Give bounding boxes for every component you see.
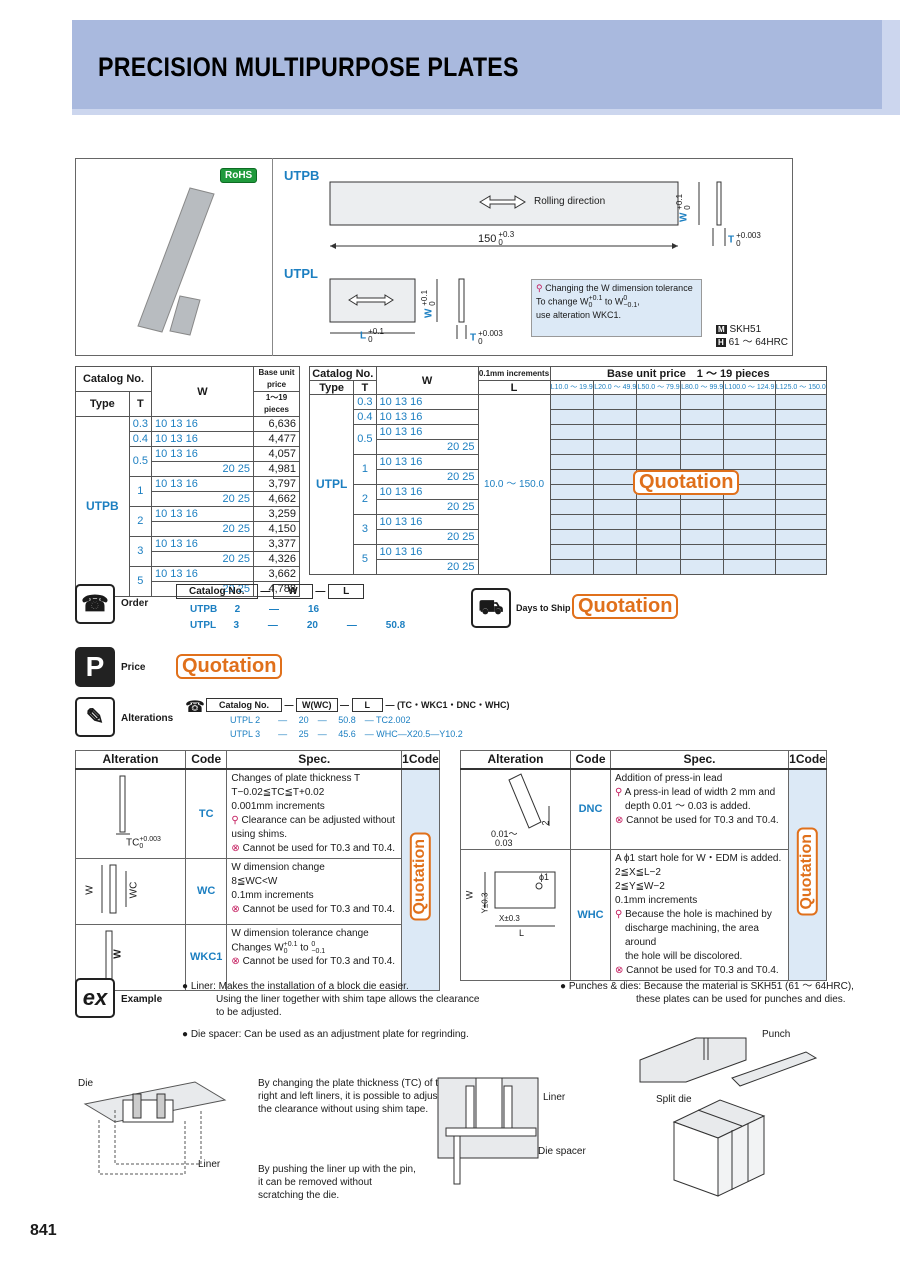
order-format: Catalog No. — W — L <box>176 584 365 599</box>
price-value: Quotation <box>176 654 283 679</box>
alteration-left-quotation: Quotation <box>410 833 431 921</box>
alterations-example-1: UTPL 2 — 20 — 50.8 — TC2.002 <box>230 715 411 725</box>
dnc-figure <box>508 772 550 829</box>
example-label: Example <box>121 994 163 1005</box>
caption-pin: By pushing the liner up with the pin,it … <box>258 1164 416 1201</box>
material-info: M SKH51 H 61 ～ 64HRC <box>716 324 789 348</box>
alterations-format: Catalog No. — W(WC) — L — (TC・WKC1・DNC・W… <box>206 698 510 712</box>
order-example-1: UTPB 2 — 16 <box>190 604 320 615</box>
liner-label: Liner <box>198 1159 221 1170</box>
phone-icon: ☎ <box>75 584 115 624</box>
alterations-example-2: UTPL 3 — 25 — 45.6 — WHC—X20.5—Y10.2 <box>230 729 463 739</box>
wkc1-figure <box>105 930 113 979</box>
utpb-drawing <box>329 181 726 249</box>
header-band <box>72 20 900 115</box>
alterations-label: Alterations <box>121 713 174 724</box>
caption-thickness: By changing the plate thickness (TC) of … <box>258 1078 450 1115</box>
product-image <box>137 187 215 336</box>
product-frame <box>75 158 793 356</box>
tc-figure <box>116 775 130 834</box>
utpl-quotation: Quotation <box>633 470 740 495</box>
liner-section-drawing <box>437 1077 539 1185</box>
punch-drawing <box>639 1037 818 1087</box>
split-die-drawing <box>672 1099 766 1197</box>
punch-label: Punch <box>762 1029 791 1040</box>
die-spacer-label: Die spacer <box>538 1146 586 1157</box>
rolling-direction: Rolling direction <box>534 196 606 207</box>
utpl-label: UTPL <box>284 266 318 281</box>
tolerance-note: ⚲ Changing the W dimension tolerance To … <box>531 279 702 337</box>
price-icon: P <box>75 647 115 687</box>
order-label: Order <box>121 598 149 609</box>
die-liner-drawing <box>83 1081 227 1175</box>
wc-figure <box>101 864 127 913</box>
split-die-label: Split die <box>656 1094 692 1105</box>
alterations-icon: ✎ <box>75 697 115 737</box>
price-label: Price <box>121 662 146 673</box>
alterations-phone-icon: ☎ <box>185 699 205 716</box>
days-to-ship-label: Days to Ship <box>516 603 571 613</box>
alteration-right-quotation: Quotation <box>797 828 818 916</box>
utpl-drawing <box>329 278 467 339</box>
die-label: Die <box>78 1078 94 1089</box>
example-bullet-punches: ● Punches & dies: Because the material i… <box>560 981 854 1005</box>
liner-label-2: Liner <box>543 1092 566 1103</box>
truck-icon: ⛟ <box>471 588 511 628</box>
example-bullet-liner: ● Liner: Makes the installation of a blo… <box>182 981 480 1018</box>
utpb-label: UTPB <box>284 168 320 183</box>
example-bullet-die-spacer: ● Die spacer: Can be used as an adjustme… <box>182 1029 469 1040</box>
page-title: PRECISION MULTIPURPOSE PLATES <box>98 52 519 82</box>
order-example-2: UTPL 3 — 20 — 50.8 <box>190 620 406 631</box>
whc-figure <box>484 871 556 926</box>
days-to-ship-value: Quotation <box>572 594 679 619</box>
rohs-badge: RoHS <box>220 168 258 183</box>
example-icon: ex <box>75 978 115 1018</box>
page-number: 841 <box>30 1222 57 1239</box>
